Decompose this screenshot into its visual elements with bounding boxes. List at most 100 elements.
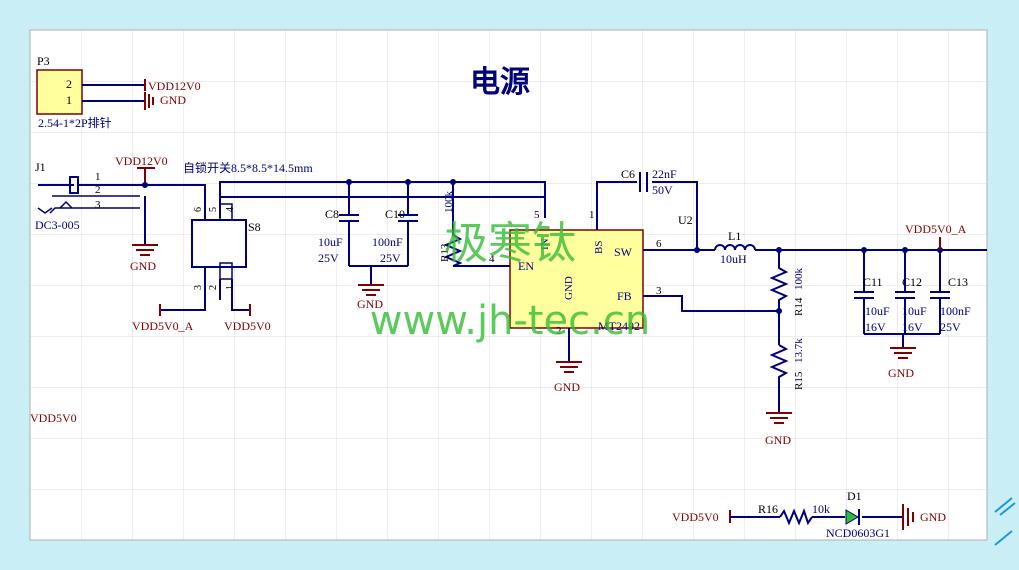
c13-ref: C13	[948, 275, 968, 289]
c10-capacitor[interactable]	[398, 197, 418, 266]
fb-wire	[643, 295, 779, 312]
d1-led[interactable]	[845, 509, 860, 525]
j1-net-gnd: GND	[130, 259, 156, 273]
junction	[694, 247, 700, 253]
junction	[142, 182, 148, 188]
j1-ref: J1	[35, 160, 46, 174]
corner-arrow-icon	[994, 530, 1013, 546]
u2-pin-fb: FB	[617, 289, 632, 303]
rail-12v-top	[219, 181, 546, 218]
p3-pin1: 1	[66, 93, 72, 107]
r14-ref: R14	[793, 297, 805, 316]
u2-pin-gnd: GND	[563, 276, 575, 300]
r15-resistor[interactable]	[769, 344, 789, 413]
s8-out-wires	[160, 300, 250, 311]
c6-value: 22nF	[652, 167, 677, 181]
r16-value: 10k	[812, 502, 830, 516]
s8-ref: S8	[248, 220, 261, 234]
c11-ref: C11	[863, 275, 883, 289]
s8-net-a: VDD5V0_A	[132, 319, 194, 333]
r14-resistor[interactable]	[769, 250, 789, 345]
u2-regulator[interactable]	[509, 229, 644, 329]
watermark-url: www.jh-tec.cn	[370, 298, 650, 344]
c11-value: 10uF	[865, 304, 890, 318]
p3-pin2: 2	[66, 77, 72, 91]
cap-gnd-wire	[349, 265, 408, 285]
c6-capacitor[interactable]	[639, 172, 648, 192]
r14-value: 100k	[793, 268, 805, 291]
s8-pin2: 2	[208, 285, 219, 290]
c12-capacitor[interactable]	[895, 250, 915, 334]
u2-pin1-num: 1	[589, 209, 595, 221]
c13-capacitor[interactable]	[930, 250, 950, 334]
u2-pin3-num: 3	[656, 285, 662, 297]
p3-gnd-symbol	[144, 92, 154, 110]
c6-wires	[596, 181, 698, 250]
j1-net-vdd: VDD12V0	[115, 154, 168, 168]
out-gnd-symbol	[890, 347, 916, 359]
u2-pin5-num: 5	[534, 209, 540, 221]
corner-arrow-icon	[994, 497, 1016, 516]
j1-dc-jack[interactable]	[37, 176, 140, 214]
c12-voltage: 16V	[902, 320, 923, 334]
r15-ref: R15	[793, 371, 805, 390]
j1-pin3: 3	[95, 199, 101, 211]
c11-capacitor[interactable]	[854, 250, 874, 334]
c8-value: 10uF	[318, 235, 343, 249]
c13-value: 100nF	[940, 304, 971, 318]
r13-resistor[interactable]	[443, 197, 510, 267]
u2-part: MT2492	[598, 319, 640, 333]
p3-header[interactable]: P3 2 1 2.54-1*2P排针	[36, 54, 112, 130]
p3-footprint: 2.54-1*2P排针	[38, 115, 112, 130]
out-net-label: VDD5V0_A	[905, 222, 967, 236]
r15-value: 13.7k	[793, 338, 805, 363]
fb-gnd-symbol	[766, 412, 792, 424]
s8-pin4: 4	[225, 207, 236, 212]
c10-value: 100nF	[372, 235, 403, 249]
u2-gnd-label: GND	[554, 380, 580, 394]
led-gnd-label: GND	[920, 510, 946, 524]
u2-pin-en: EN	[518, 259, 534, 273]
sheet-border	[29, 29, 988, 541]
c11-voltage: 16V	[865, 320, 886, 334]
c12-ref: C12	[902, 275, 922, 289]
s8-switch[interactable]	[191, 203, 247, 300]
cap-gnd-symbol	[358, 284, 384, 296]
s8-pin5: 5	[208, 207, 219, 212]
d1-part: NCD0603G1	[826, 526, 890, 540]
c12-value: 10uF	[902, 304, 927, 318]
l1-inductor[interactable]	[714, 244, 756, 251]
c8-voltage: 25V	[318, 251, 339, 265]
r13-value: 100k	[443, 191, 455, 214]
j1-pin2: 2	[95, 184, 101, 196]
c10-voltage: 25V	[380, 251, 401, 265]
c6-voltage: 50V	[652, 183, 673, 197]
led-gnd-symbol	[902, 504, 914, 530]
j1-gnd-symbol	[132, 244, 158, 256]
u2-pin-sw: SW	[614, 245, 633, 259]
c8-capacitor[interactable]	[339, 197, 359, 266]
page-title: 电源	[470, 65, 530, 100]
p3-ref: P3	[37, 54, 50, 68]
u2-ref: U2	[678, 213, 693, 227]
c8-ref: C8	[325, 207, 339, 221]
l1-value: 10uH	[720, 252, 747, 266]
p3-net-vdd: VDD12V0	[148, 79, 201, 93]
rail-12v	[140, 182, 546, 218]
left-net-label: VDD5V0	[30, 411, 77, 425]
r16-resistor[interactable]	[779, 508, 813, 526]
s8-desc: 自锁开关8.5*8.5*14.5mm	[183, 160, 313, 175]
out-gnd-label: GND	[888, 366, 914, 380]
d1-ref: D1	[847, 489, 862, 503]
out-gnd-wire	[864, 333, 940, 348]
u2-pin-bs: BS	[593, 241, 605, 254]
u2-pin4-num: 4	[489, 253, 495, 265]
u2-pin2-num: 2	[556, 325, 562, 337]
c13-voltage: 25V	[940, 320, 961, 334]
cap-gnd-label: GND	[357, 297, 383, 311]
j1-part: DC3-005	[35, 218, 80, 232]
u2-pin6-num: 6	[656, 238, 662, 250]
watermark-cn: 极寒钛	[444, 218, 576, 269]
u2-gnd-symbol	[556, 361, 582, 373]
sheet-grid	[30, 30, 987, 540]
